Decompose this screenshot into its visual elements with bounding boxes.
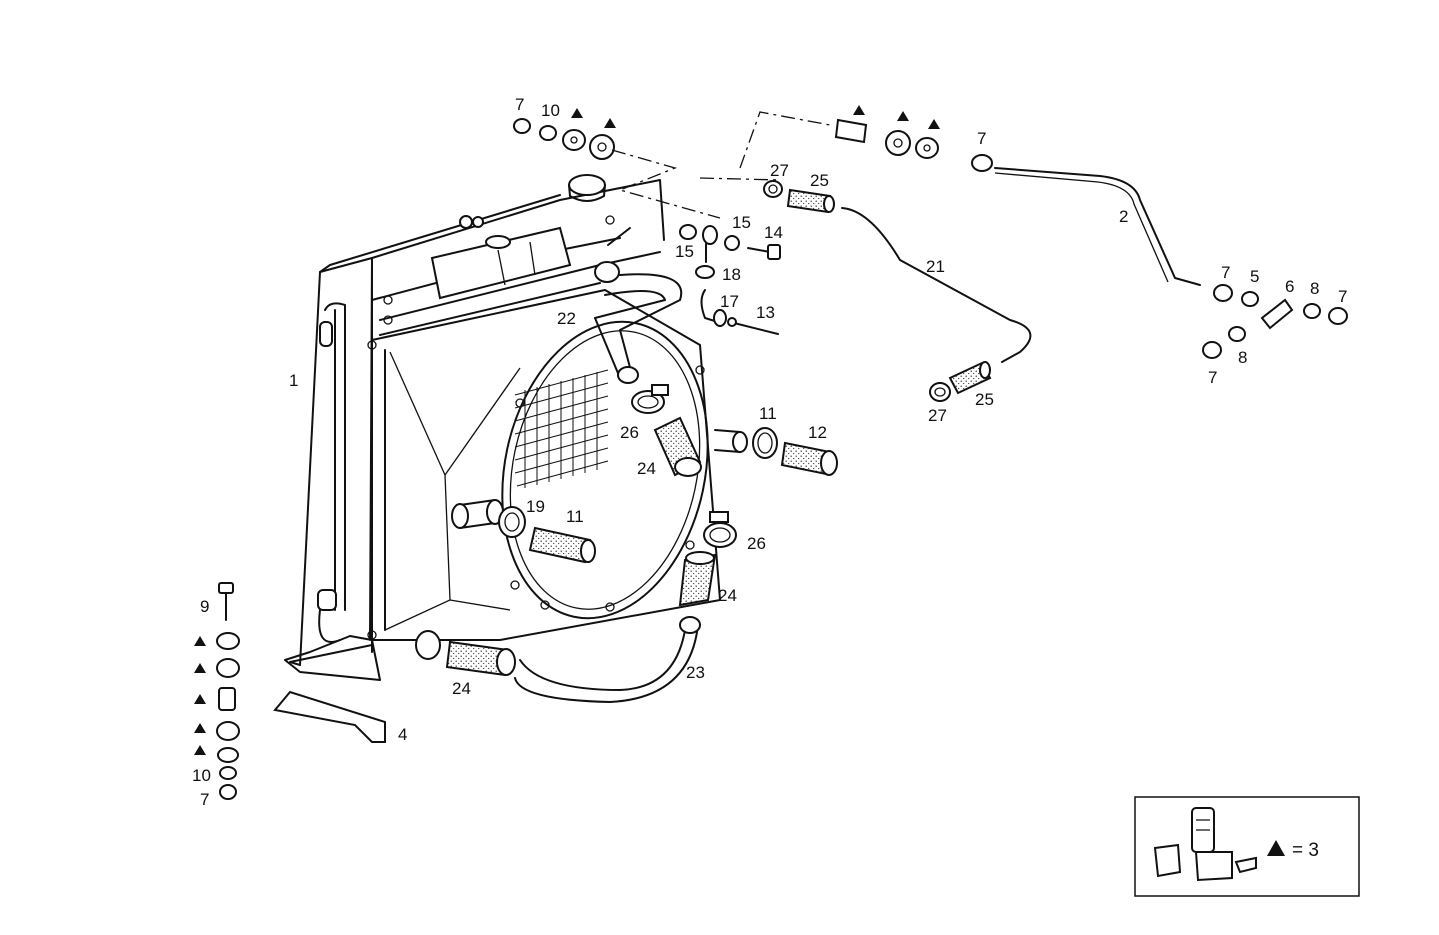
callout-6: 6 [1285, 277, 1294, 296]
legend-box: = 3 [1134, 796, 1360, 897]
callout-17: 17 [720, 292, 739, 311]
rivets [367, 215, 705, 640]
hose-sleeve-12 [780, 441, 838, 476]
washer-15-right [724, 235, 740, 251]
radiator-core-mesh [514, 369, 609, 488]
hose-clamp-27-lower [929, 382, 951, 402]
top-mount-stack-right [834, 118, 939, 159]
callout-11-center: 11 [566, 507, 584, 526]
hose-sleeve-25-lower [948, 361, 992, 395]
bracket-4 [273, 690, 386, 743]
callout-14: 14 [764, 223, 783, 242]
callout-7-rod: 7 [977, 129, 986, 148]
banjo-15 [702, 225, 718, 245]
callout-18: 18 [722, 265, 741, 284]
repair-kit-icon [1153, 807, 1257, 882]
hose-sleeve-25-upper [786, 188, 835, 214]
triangle-markers [194, 105, 940, 755]
hose-clamp-19 [498, 506, 526, 538]
pipe-stub-right [714, 429, 748, 453]
callout-27-lower: 27 [928, 406, 947, 425]
top-mount-stack-left [513, 118, 615, 160]
callout-1: 1 [289, 371, 298, 390]
callout-10-top: 10 [541, 101, 560, 120]
callout-labels: 1 2 4 5 6 7 7 7 7 7 7 8 8 9 10 10 11 11 … [192, 95, 1347, 809]
callout-24-lower: 24 [452, 679, 471, 698]
legend-text: = 3 [1292, 840, 1319, 861]
hose-sleeve-11-center [528, 526, 596, 564]
callout-15-right: 15 [732, 213, 751, 232]
callout-8-b: 8 [1238, 348, 1247, 367]
callout-5: 5 [1250, 267, 1259, 286]
callout-21: 21 [926, 257, 945, 276]
washer-18 [695, 265, 715, 279]
bottom-mount-stack [216, 582, 240, 800]
callout-25-lower: 25 [975, 390, 994, 409]
hose-clamp-26-lower [703, 511, 737, 548]
elbow-17 [700, 289, 719, 323]
callout-19: 19 [526, 497, 545, 516]
upper-hose-22 [594, 273, 683, 379]
callout-22: 22 [557, 309, 576, 328]
callout-26-upper: 26 [620, 423, 639, 442]
triangle-icon [1267, 840, 1285, 856]
leader-line-top [611, 111, 831, 219]
callout-11-right: 11 [759, 404, 777, 423]
callout-12: 12 [808, 423, 827, 442]
callout-7-bottom: 7 [200, 790, 209, 809]
hose-clamp-11-right [752, 427, 778, 459]
radiator-body [284, 174, 721, 681]
callout-10-bottom: 10 [192, 766, 211, 785]
callout-9: 9 [200, 597, 209, 616]
bolt-14 [747, 244, 781, 260]
bolt-13 [727, 317, 779, 335]
lower-hose-23 [514, 624, 699, 703]
hose-clamp-26-upper [631, 384, 669, 414]
callout-7-right-b: 7 [1338, 287, 1347, 306]
hose-sleeve-24-lower [445, 640, 516, 677]
pipe-stub-19 [451, 499, 504, 529]
callout-4: 4 [398, 725, 407, 744]
hose-sleeve-24-middle [678, 551, 717, 607]
callout-7-right-c: 7 [1208, 368, 1217, 387]
callout-25-upper: 25 [810, 171, 829, 190]
callout-8-a: 8 [1310, 279, 1319, 298]
callout-24-middle: 24 [718, 586, 737, 605]
bleed-pipe-21 [841, 207, 1032, 363]
callout-7-top: 7 [515, 95, 524, 114]
hose-clamp-27-upper [763, 180, 783, 198]
tie-rod-2 [994, 167, 1201, 286]
callout-23: 23 [686, 663, 705, 682]
callout-27-upper: 27 [770, 161, 789, 180]
callout-7-right-a: 7 [1221, 263, 1230, 282]
callout-24-upper: 24 [637, 459, 656, 478]
right-fastener-group [1202, 284, 1348, 359]
callout-15-left: 15 [675, 242, 694, 261]
callout-26-lower: 26 [747, 534, 766, 553]
hose-sleeve-24-upper [653, 416, 702, 477]
washer-15-left [679, 224, 697, 240]
callout-2: 2 [1119, 207, 1128, 226]
callout-13: 13 [756, 303, 775, 322]
